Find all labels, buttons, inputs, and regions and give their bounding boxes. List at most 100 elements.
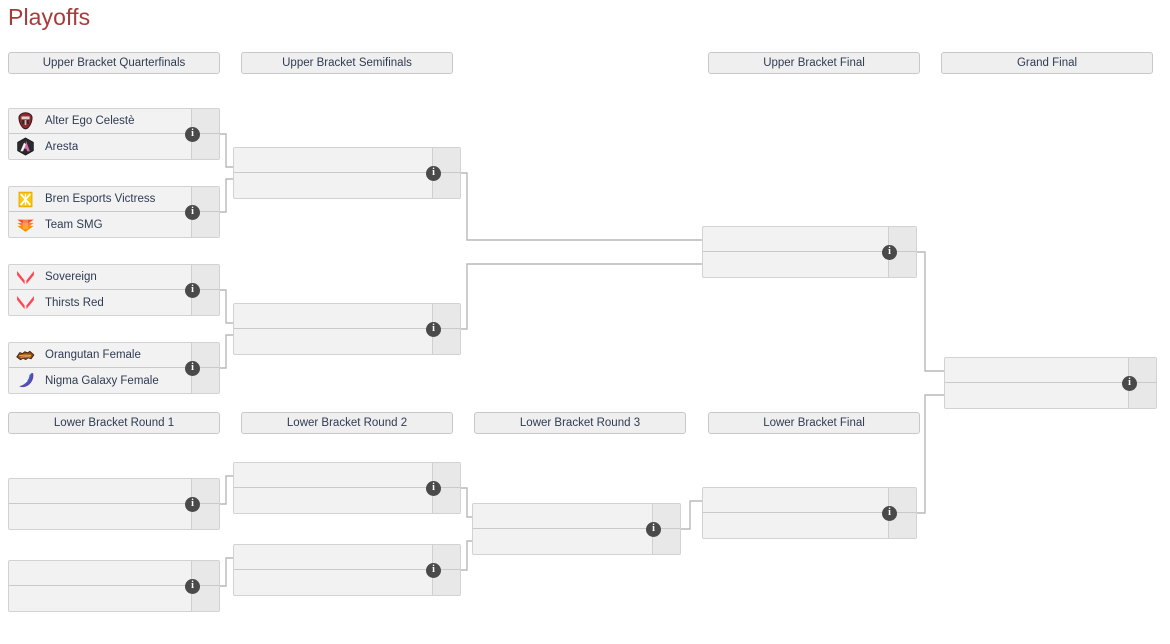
round-header-lower-bracket-round-2[interactable]: Lower Bracket Round 2: [241, 412, 453, 434]
bracket-connector: [220, 557, 233, 587]
match-box-lbr3-1[interactable]: [472, 503, 681, 555]
match-info-icon[interactable]: [882, 244, 897, 260]
opponent-row[interactable]: Alter Ego Celestè: [9, 109, 219, 134]
opponent-row[interactable]: [234, 148, 460, 173]
bracket-connector: [220, 178, 233, 213]
round-header-lower-bracket-round-1[interactable]: Lower Bracket Round 1: [8, 412, 220, 434]
bracket-connector: [220, 289, 233, 324]
sovereign-logo: [15, 267, 36, 288]
opponent-row[interactable]: [234, 545, 460, 570]
match-info-icon[interactable]: [185, 496, 200, 512]
opponent-score: [433, 148, 460, 173]
opponent-row[interactable]: Sovereign: [9, 265, 219, 290]
match-opponents: [234, 148, 460, 198]
nigma-galaxy-female-logo: [15, 370, 36, 391]
opponent-score: [192, 187, 219, 212]
match-opponents: [945, 358, 1156, 408]
match-opponents: [703, 488, 916, 538]
opponent-name: Nigma Galaxy Female: [45, 374, 159, 387]
opponent-score: [192, 265, 219, 290]
match-opponents: [234, 545, 460, 595]
opponent-name: Sovereign: [45, 271, 97, 283]
bren-esports-victress-logo: [15, 189, 36, 210]
opponent-score: [192, 109, 219, 134]
match-info-icon[interactable]: [1122, 375, 1137, 391]
round-header-lower-bracket-round-3[interactable]: Lower Bracket Round 3: [474, 412, 686, 434]
opponent-row[interactable]: Team SMG: [9, 212, 219, 237]
round-header-label: Lower Bracket Round 2: [286, 417, 408, 429]
opponent-row[interactable]: [234, 463, 460, 488]
match-info-icon[interactable]: [185, 578, 200, 594]
round-header-upper-bracket-final[interactable]: Upper Bracket Final: [708, 52, 920, 74]
round-header-upper-bracket-quarterfinals[interactable]: Upper Bracket Quarterfinals: [8, 52, 220, 74]
match-opponents: [9, 561, 219, 611]
bracket-connector: [917, 251, 944, 372]
match-info-icon[interactable]: [426, 562, 441, 578]
opponent-score: [192, 343, 219, 368]
opponent-row[interactable]: [473, 504, 680, 529]
round-header-label: Lower Bracket Final: [763, 417, 865, 429]
opponent-row[interactable]: [234, 304, 460, 329]
match-info-icon[interactable]: [646, 521, 661, 537]
match-info-icon[interactable]: [185, 360, 200, 376]
round-header-label: Lower Bracket Round 1: [53, 417, 175, 429]
bracket-connector: [461, 172, 702, 241]
opponent-row[interactable]: [703, 488, 916, 513]
match-info-icon[interactable]: [426, 480, 441, 496]
opponent-row[interactable]: Bren Esports Victress: [9, 187, 219, 212]
bracket-connector: [917, 394, 944, 514]
bracket-connector: [461, 540, 472, 571]
round-header-grand-final[interactable]: Grand Final: [941, 52, 1153, 74]
match-info-icon[interactable]: [426, 165, 441, 181]
bracket-connector: [220, 133, 233, 168]
opponent-score: [192, 479, 219, 504]
match-opponents: [234, 304, 460, 354]
match-opponents: Bren Esports Victress Team SMG: [9, 187, 219, 237]
match-opponents: [234, 463, 460, 513]
bracket-connector: [220, 334, 233, 369]
opponent-row[interactable]: Thirsts Red: [9, 290, 219, 315]
opponent-row[interactable]: Orangutan Female: [9, 343, 219, 368]
match-info-icon[interactable]: [426, 321, 441, 337]
match-opponents: [703, 227, 916, 277]
round-header-label: Upper Bracket Quarterfinals: [42, 57, 186, 69]
orangutan-female-logo: [15, 345, 36, 366]
opponent-row[interactable]: Aresta: [9, 134, 219, 159]
opponent-name: Bren Esports Victress: [45, 193, 156, 205]
opponent-row[interactable]: [9, 479, 219, 504]
match-info-icon[interactable]: [185, 282, 200, 298]
match-box-ubqf-3[interactable]: Sovereign Thirsts Red: [8, 264, 220, 316]
match-info-icon[interactable]: [185, 126, 200, 142]
opponent-row[interactable]: [9, 561, 219, 586]
opponent-row[interactable]: [945, 358, 1156, 383]
aresta-logo: [15, 136, 36, 157]
match-opponents: Orangutan Female Nigma Galaxy Female: [9, 343, 219, 393]
round-header-label: Upper Bracket Semifinals: [282, 57, 412, 69]
thirsts-red-logo: [15, 292, 36, 313]
opponent-score: [1129, 358, 1156, 383]
match-opponents: Sovereign Thirsts Red: [9, 265, 219, 315]
alter-ego-celeste-logo: [15, 111, 36, 132]
match-box-ubsf-1[interactable]: [233, 147, 461, 199]
opponent-name: Orangutan Female: [45, 349, 141, 361]
opponent-score: [889, 488, 916, 513]
round-header-upper-bracket-semifinals[interactable]: Upper Bracket Semifinals: [241, 52, 453, 74]
opponent-name: Alter Ego Celestè: [45, 115, 135, 127]
match-info-icon[interactable]: [185, 204, 200, 220]
bracket-connector: [681, 500, 702, 530]
round-header-label: Lower Bracket Round 3: [519, 417, 641, 429]
opponent-score: [653, 504, 680, 529]
opponent-row[interactable]: [703, 227, 916, 252]
opponent-score: [192, 561, 219, 586]
opponent-row[interactable]: Nigma Galaxy Female: [9, 368, 219, 393]
bracket-connector: [461, 263, 702, 330]
match-info-icon[interactable]: [882, 505, 897, 521]
opponent-score: [433, 304, 460, 329]
opponent-name: Aresta: [45, 140, 79, 153]
bracket-connector: [461, 487, 472, 518]
opponent-score: [889, 227, 916, 252]
round-header-lower-bracket-final[interactable]: Lower Bracket Final: [708, 412, 920, 434]
opponent-score: [433, 545, 460, 570]
round-header-label: Upper Bracket Final: [763, 57, 865, 69]
